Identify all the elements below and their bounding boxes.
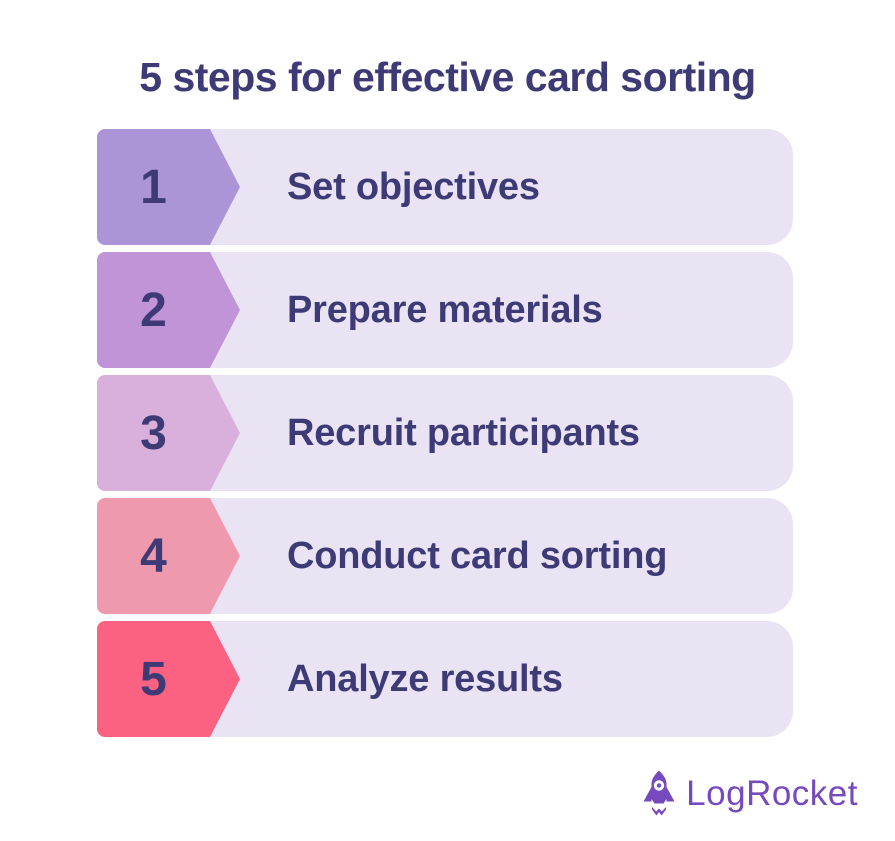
step-number: 2 (140, 283, 167, 337)
step-label: Analyze results (287, 657, 563, 700)
step-arrow-shape: 4 (97, 498, 240, 614)
step-row: 4 Conduct card sorting (97, 498, 793, 614)
step-arrow-shape: 5 (97, 621, 240, 737)
step-number: 3 (140, 406, 167, 460)
step-arrow-shape: 2 (97, 252, 240, 368)
step-arrow-shape: 3 (97, 375, 240, 491)
page-title: 5 steps for effective card sorting (139, 54, 756, 100)
step-number: 4 (140, 529, 167, 583)
steps-list: 1 Set objectives 2 Prepare materials 3 R… (97, 129, 793, 737)
rocket-icon (639, 770, 679, 818)
step-row: 1 Set objectives (97, 129, 793, 245)
brand-wordmark: LogRocket (686, 774, 858, 813)
step-number: 5 (140, 652, 167, 706)
step-arrow-shape: 1 (97, 129, 240, 245)
step-label: Conduct card sorting (287, 534, 668, 577)
step-label: Set objectives (287, 165, 540, 208)
step-label: Recruit participants (287, 411, 640, 454)
step-row: 2 Prepare materials (97, 252, 793, 368)
step-number: 1 (140, 160, 167, 214)
step-row: 5 Analyze results (97, 621, 793, 737)
step-label: Prepare materials (287, 288, 603, 331)
logo: LogRocket (639, 770, 858, 818)
step-row: 3 Recruit participants (97, 375, 793, 491)
